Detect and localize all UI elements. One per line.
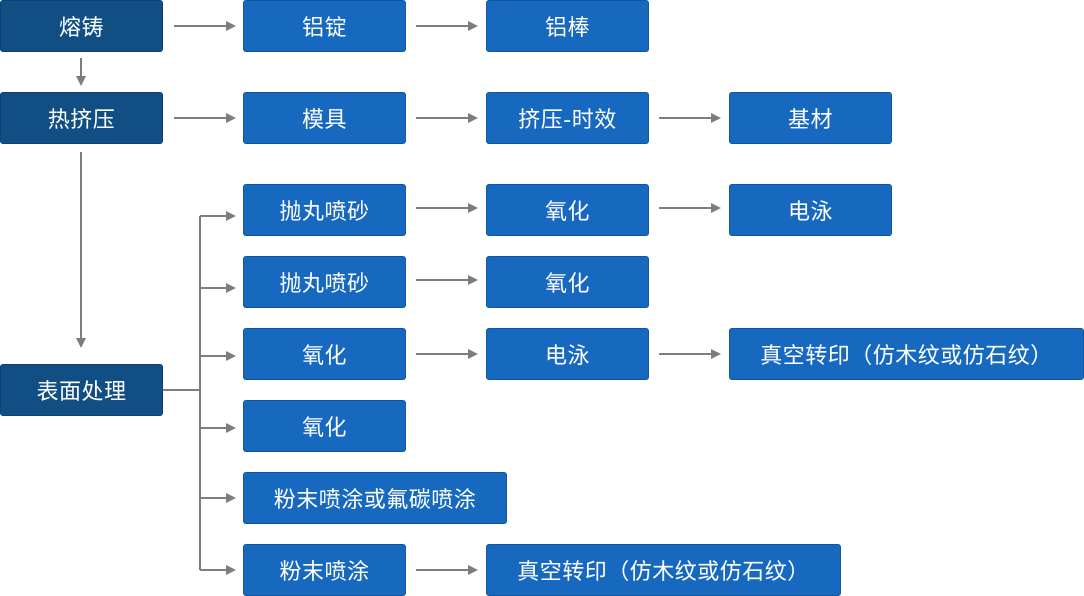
- node-route1-step3: 电泳: [729, 184, 892, 236]
- node-aluminum-billet: 铝棒: [486, 0, 649, 52]
- node-route6-step1: 粉末喷涂: [243, 544, 406, 596]
- node-base-material: 基材: [729, 92, 892, 144]
- node-route3-step2: 电泳: [486, 328, 649, 380]
- node-hot-extrusion: 热挤压: [0, 92, 163, 144]
- node-route5-step1: 粉末喷涂或氟碳喷涂: [243, 472, 507, 524]
- node-route4-step1: 氧化: [243, 400, 406, 452]
- node-route1-step2: 氧化: [486, 184, 649, 236]
- node-aluminum-ingot: 铝锭: [243, 0, 406, 52]
- node-route3-step3: 真空转印（仿木纹或仿石纹）: [729, 328, 1084, 380]
- node-route2-step1: 抛丸喷砂: [243, 256, 406, 308]
- node-extrusion-aging: 挤压-时效: [486, 92, 649, 144]
- node-casting: 熔铸: [0, 0, 163, 52]
- node-route1-step1: 抛丸喷砂: [243, 184, 406, 236]
- node-surface-treatment: 表面处理: [0, 364, 163, 416]
- node-route2-step2: 氧化: [486, 256, 649, 308]
- node-route6-step2: 真空转印（仿木纹或仿石纹）: [486, 544, 841, 596]
- node-route3-step1: 氧化: [243, 328, 406, 380]
- node-mold: 模具: [243, 92, 406, 144]
